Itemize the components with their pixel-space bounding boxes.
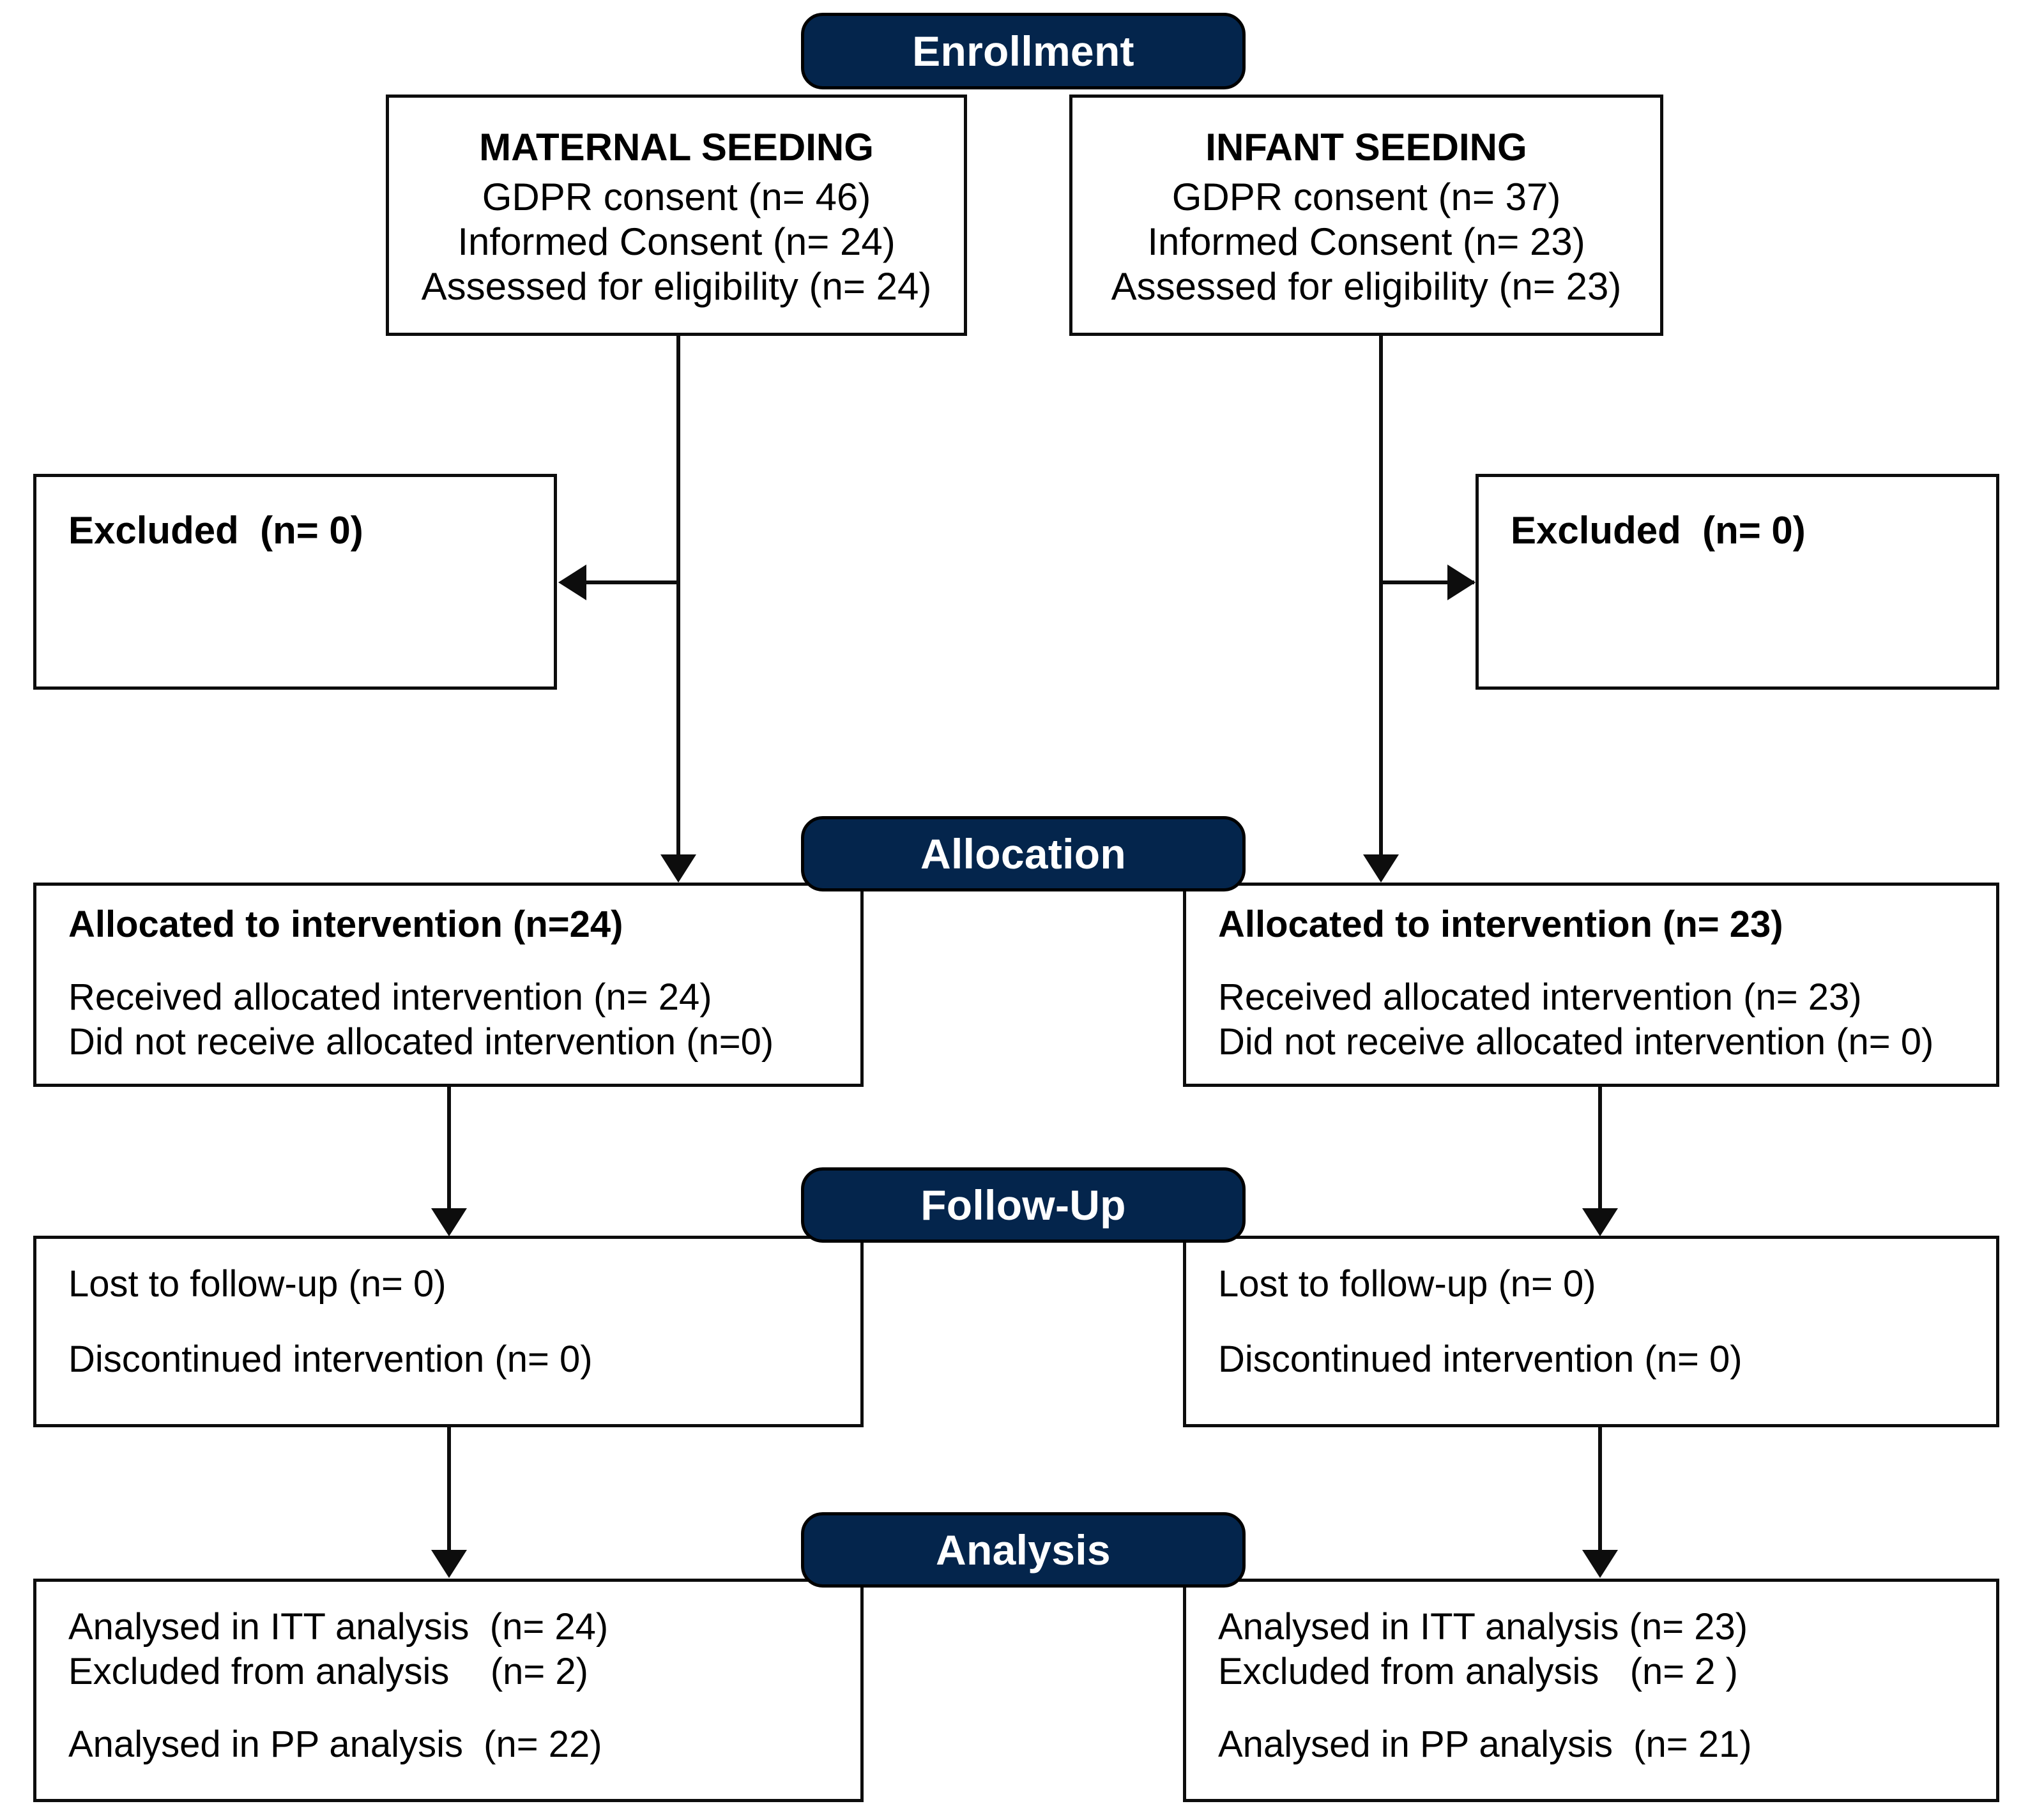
stage-badge-allocation: Allocation	[801, 816, 1246, 891]
stage-badge-enrollment-label: Enrollment	[912, 27, 1134, 75]
infant-line-3: Assessed for eligibility (n= 23)	[1111, 265, 1622, 308]
allocation-right-heading: Allocated to intervention (n= 23)	[1218, 904, 1783, 945]
allocation-right-line-1: Received allocated intervention (n= 23)	[1218, 976, 1862, 1018]
stage-badge-analysis-label: Analysis	[936, 1526, 1111, 1574]
allocation-box-left: Allocated to intervention (n=24) Receive…	[33, 883, 864, 1087]
excluded-box-right: Excluded (n= 0)	[1476, 474, 1999, 690]
arrow-maternal-to-excluded	[558, 565, 586, 600]
followup-right-line-1: Lost to follow-up (n= 0)	[1218, 1263, 1596, 1305]
followup-box-right: Lost to follow-up (n= 0) Discontinued in…	[1183, 1236, 1999, 1427]
connector-followup-left-down	[447, 1427, 451, 1550]
stage-badge-enrollment: Enrollment	[801, 13, 1246, 89]
allocation-right-line-2: Did not receive allocated intervention (…	[1218, 1021, 1934, 1063]
connector-maternal-to-excluded	[586, 580, 678, 584]
arrow-infant-to-allocation	[1363, 854, 1399, 883]
analysis-box-right: Analysed in ITT analysis (n= 23) Exclude…	[1183, 1579, 1999, 1802]
analysis-left-line-3: Analysed in PP analysis (n= 22)	[68, 1724, 602, 1765]
infant-heading: INFANT SEEDING	[1205, 126, 1527, 169]
followup-left-line-2: Discontinued intervention (n= 0)	[68, 1338, 593, 1380]
arrow-followup-right-to-analysis	[1582, 1550, 1618, 1578]
connector-infant-to-excluded	[1381, 580, 1474, 584]
followup-box-left: Lost to follow-up (n= 0) Discontinued in…	[33, 1236, 864, 1427]
connector-allocation-right-down	[1598, 1087, 1602, 1208]
maternal-line-2: Informed Consent (n= 24)	[457, 220, 896, 263]
stage-badge-followup: Follow-Up	[801, 1167, 1246, 1243]
arrow-maternal-to-allocation	[660, 854, 696, 883]
followup-left-line-1: Lost to follow-up (n= 0)	[68, 1263, 446, 1305]
arrow-allocation-right-to-followup	[1582, 1208, 1618, 1236]
analysis-right-line-1: Analysed in ITT analysis (n= 23)	[1218, 1606, 1748, 1648]
arrow-followup-left-to-analysis	[431, 1550, 467, 1578]
analysis-right-line-3: Analysed in PP analysis (n= 21)	[1218, 1724, 1752, 1765]
connector-allocation-left-down	[447, 1087, 451, 1208]
followup-right-line-2: Discontinued intervention (n= 0)	[1218, 1338, 1743, 1380]
analysis-left-line-2: Excluded from analysis (n= 2)	[68, 1651, 588, 1692]
excluded-right-label: Excluded (n= 0)	[1511, 509, 1806, 552]
enrollment-box-maternal: MATERNAL SEEDING GDPR consent (n= 46) In…	[386, 95, 967, 336]
connector-maternal-enrollment-down	[676, 336, 680, 854]
allocation-left-line-2: Did not receive allocated intervention (…	[68, 1021, 774, 1063]
analysis-right-line-2: Excluded from analysis (n= 2 )	[1218, 1651, 1738, 1692]
arrow-allocation-left-to-followup	[431, 1208, 467, 1236]
stage-badge-followup-label: Follow-Up	[920, 1181, 1126, 1229]
infant-line-2: Informed Consent (n= 23)	[1147, 220, 1585, 263]
allocation-left-heading: Allocated to intervention (n=24)	[68, 904, 623, 945]
maternal-line-1: GDPR consent (n= 46)	[482, 176, 871, 218]
connector-infant-enrollment-down	[1379, 336, 1383, 854]
arrow-infant-to-excluded	[1447, 565, 1476, 600]
enrollment-box-infant: INFANT SEEDING GDPR consent (n= 37) Info…	[1069, 95, 1663, 336]
maternal-heading: MATERNAL SEEDING	[479, 126, 874, 169]
infant-line-1: GDPR consent (n= 37)	[1171, 176, 1561, 218]
analysis-left-line-1: Analysed in ITT analysis (n= 24)	[68, 1606, 609, 1648]
connector-followup-right-down	[1598, 1427, 1602, 1550]
excluded-box-left: Excluded (n= 0)	[33, 474, 557, 690]
excluded-left-label: Excluded (n= 0)	[68, 509, 363, 552]
stage-badge-analysis: Analysis	[801, 1512, 1246, 1588]
allocation-box-right: Allocated to intervention (n= 23) Receiv…	[1183, 883, 1999, 1087]
allocation-left-line-1: Received allocated intervention (n= 24)	[68, 976, 712, 1018]
analysis-box-left: Analysed in ITT analysis (n= 24) Exclude…	[33, 1579, 864, 1802]
maternal-line-3: Assessed for eligibility (n= 24)	[421, 265, 932, 308]
stage-badge-allocation-label: Allocation	[920, 830, 1126, 877]
